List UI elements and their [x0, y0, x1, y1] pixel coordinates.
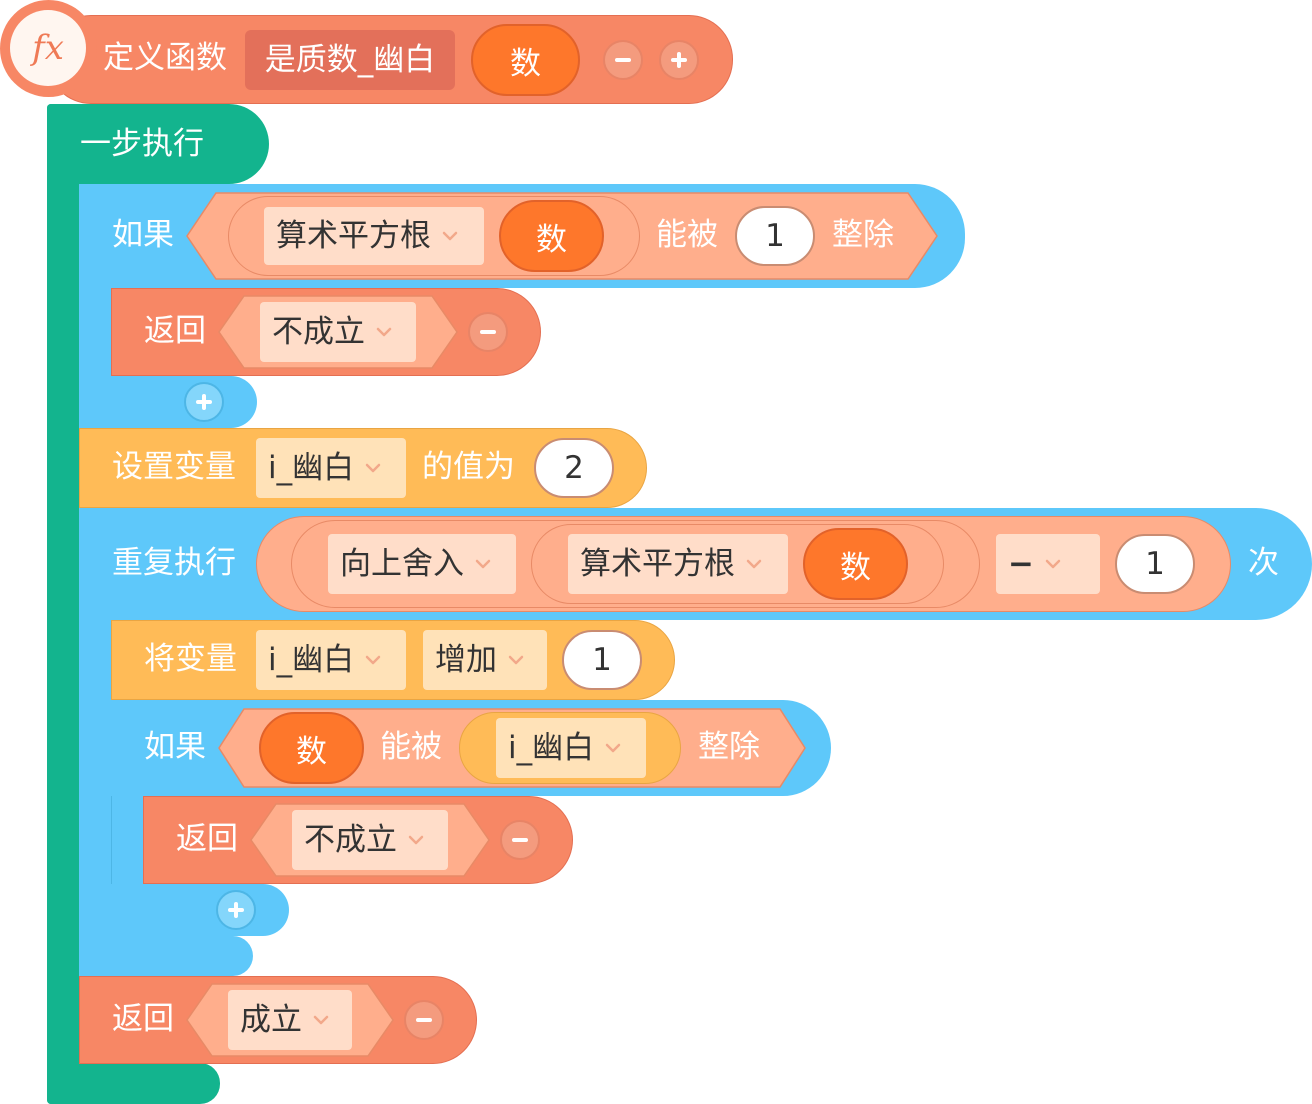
repeat-tail-label: 次 — [1248, 545, 1279, 581]
if1-number-text: 1 — [765, 218, 785, 254]
return-1-label: 返回 — [144, 313, 206, 349]
if-block-1-label: 如果 — [112, 217, 174, 253]
chevron-down-icon — [507, 654, 525, 666]
chevron-down-icon — [364, 654, 382, 666]
chevron-down-icon — [474, 558, 492, 570]
return-3-value: 成立 — [240, 1001, 302, 1038]
function-icon-text: fx — [32, 28, 64, 68]
chevron-down-icon — [312, 1014, 330, 1026]
increment-value-input[interactable]: 1 — [562, 630, 642, 690]
function-icon-inner: fx — [10, 10, 86, 86]
repeat-operator-dropdown[interactable]: − — [996, 534, 1100, 594]
set-variable-value-input[interactable]: 2 — [534, 438, 614, 498]
if-block-1-foot — [79, 376, 257, 428]
chevron-down-icon — [1044, 558, 1062, 570]
increment-value: 1 — [592, 642, 612, 678]
if1-param-oval[interactable]: 数 — [499, 200, 604, 272]
step-block-label: 一步执行 — [80, 125, 204, 162]
repeat-round-text: 向上舍入 — [340, 545, 464, 582]
plus-button[interactable] — [659, 40, 699, 80]
return-2-label: 返回 — [176, 821, 238, 857]
chevron-down-icon — [745, 558, 763, 570]
repeat-param-oval[interactable]: 数 — [803, 528, 908, 600]
return-3-dropdown[interactable]: 成立 — [228, 990, 352, 1050]
if2-variable-name: i_幽白 — [508, 729, 595, 766]
chevron-down-icon — [375, 326, 393, 338]
return-1-dropdown[interactable]: 不成立 — [260, 302, 416, 362]
if1-sqrt-text: 算术平方根 — [276, 217, 431, 254]
if-2-add-button[interactable] — [216, 890, 256, 930]
step-block-foot — [47, 1063, 220, 1104]
return-2-minus-button[interactable] — [500, 820, 540, 860]
minus-icon — [416, 1018, 432, 1022]
minus-icon — [480, 330, 496, 334]
set-variable-dropdown[interactable]: i_幽白 — [256, 438, 406, 498]
if1-param-text: 数 — [536, 221, 567, 258]
return-3-minus-button[interactable] — [404, 1000, 444, 1040]
repeat-number-text: 1 — [1145, 546, 1165, 582]
set-variable-mid-label: 的值为 — [422, 449, 515, 485]
if-block-2-foot — [111, 884, 289, 936]
repeat-operator-text: − — [1008, 545, 1034, 582]
function-name-field[interactable]: 是质数_幽白 — [245, 30, 455, 90]
repeat-sqrt-text: 算术平方根 — [580, 545, 735, 582]
minus-button[interactable] — [603, 40, 643, 80]
plus-icon — [196, 394, 212, 410]
repeat-number-input[interactable]: 1 — [1115, 534, 1195, 594]
plus-icon — [671, 52, 687, 68]
step-block-header[interactable]: 一步执行 — [47, 104, 269, 184]
if2-mid-label: 能被 — [380, 729, 442, 765]
minus-icon — [615, 58, 631, 62]
return-2-value: 不成立 — [304, 821, 397, 858]
increment-op-dropdown[interactable]: 增加 — [423, 630, 547, 690]
increment-label: 将变量 — [144, 641, 237, 677]
set-variable-value: 2 — [564, 450, 584, 486]
function-param-text: 数 — [510, 45, 541, 82]
if1-sqrt-dropdown[interactable]: 算术平方根 — [264, 207, 484, 265]
chevron-down-icon — [441, 230, 459, 242]
if-block-2-label: 如果 — [144, 729, 206, 765]
minus-icon — [512, 838, 528, 842]
set-variable-label: 设置变量 — [112, 449, 236, 485]
return-2-dropdown[interactable]: 不成立 — [292, 810, 448, 870]
return-1-minus-button[interactable] — [468, 312, 508, 352]
repeat-round-dropdown[interactable]: 向上舍入 — [328, 534, 516, 594]
if-1-add-button[interactable] — [184, 382, 224, 422]
return-1-value: 不成立 — [272, 313, 365, 350]
return-3-label: 返回 — [112, 1001, 174, 1037]
function-param-oval[interactable]: 数 — [471, 24, 580, 96]
if2-variable-dropdown[interactable]: i_幽白 — [496, 718, 646, 778]
if2-param-oval[interactable]: 数 — [259, 712, 364, 784]
increment-op-text: 增加 — [435, 641, 497, 678]
if1-number-input[interactable]: 1 — [735, 206, 815, 266]
if1-mid-label: 能被 — [656, 217, 718, 253]
function-define-label: 定义函数 — [103, 40, 227, 76]
chevron-down-icon — [364, 462, 382, 474]
if1-tail-label: 整除 — [832, 217, 894, 253]
repeat-sqrt-dropdown[interactable]: 算术平方根 — [568, 534, 788, 594]
step-block-arm — [47, 104, 79, 1104]
set-variable-name: i_幽白 — [268, 449, 355, 486]
increment-variable-name: i_幽白 — [268, 641, 355, 678]
repeat-block-label: 重复执行 — [112, 545, 236, 581]
plus-icon — [228, 902, 244, 918]
if2-tail-label: 整除 — [698, 729, 760, 765]
repeat-block-foot — [79, 936, 253, 976]
chevron-down-icon — [604, 742, 622, 754]
repeat-param-text: 数 — [840, 549, 871, 586]
increment-variable-dropdown[interactable]: i_幽白 — [256, 630, 406, 690]
if2-param-text: 数 — [296, 733, 327, 770]
function-name-text: 是质数_幽白 — [264, 41, 436, 78]
chevron-down-icon — [407, 834, 425, 846]
